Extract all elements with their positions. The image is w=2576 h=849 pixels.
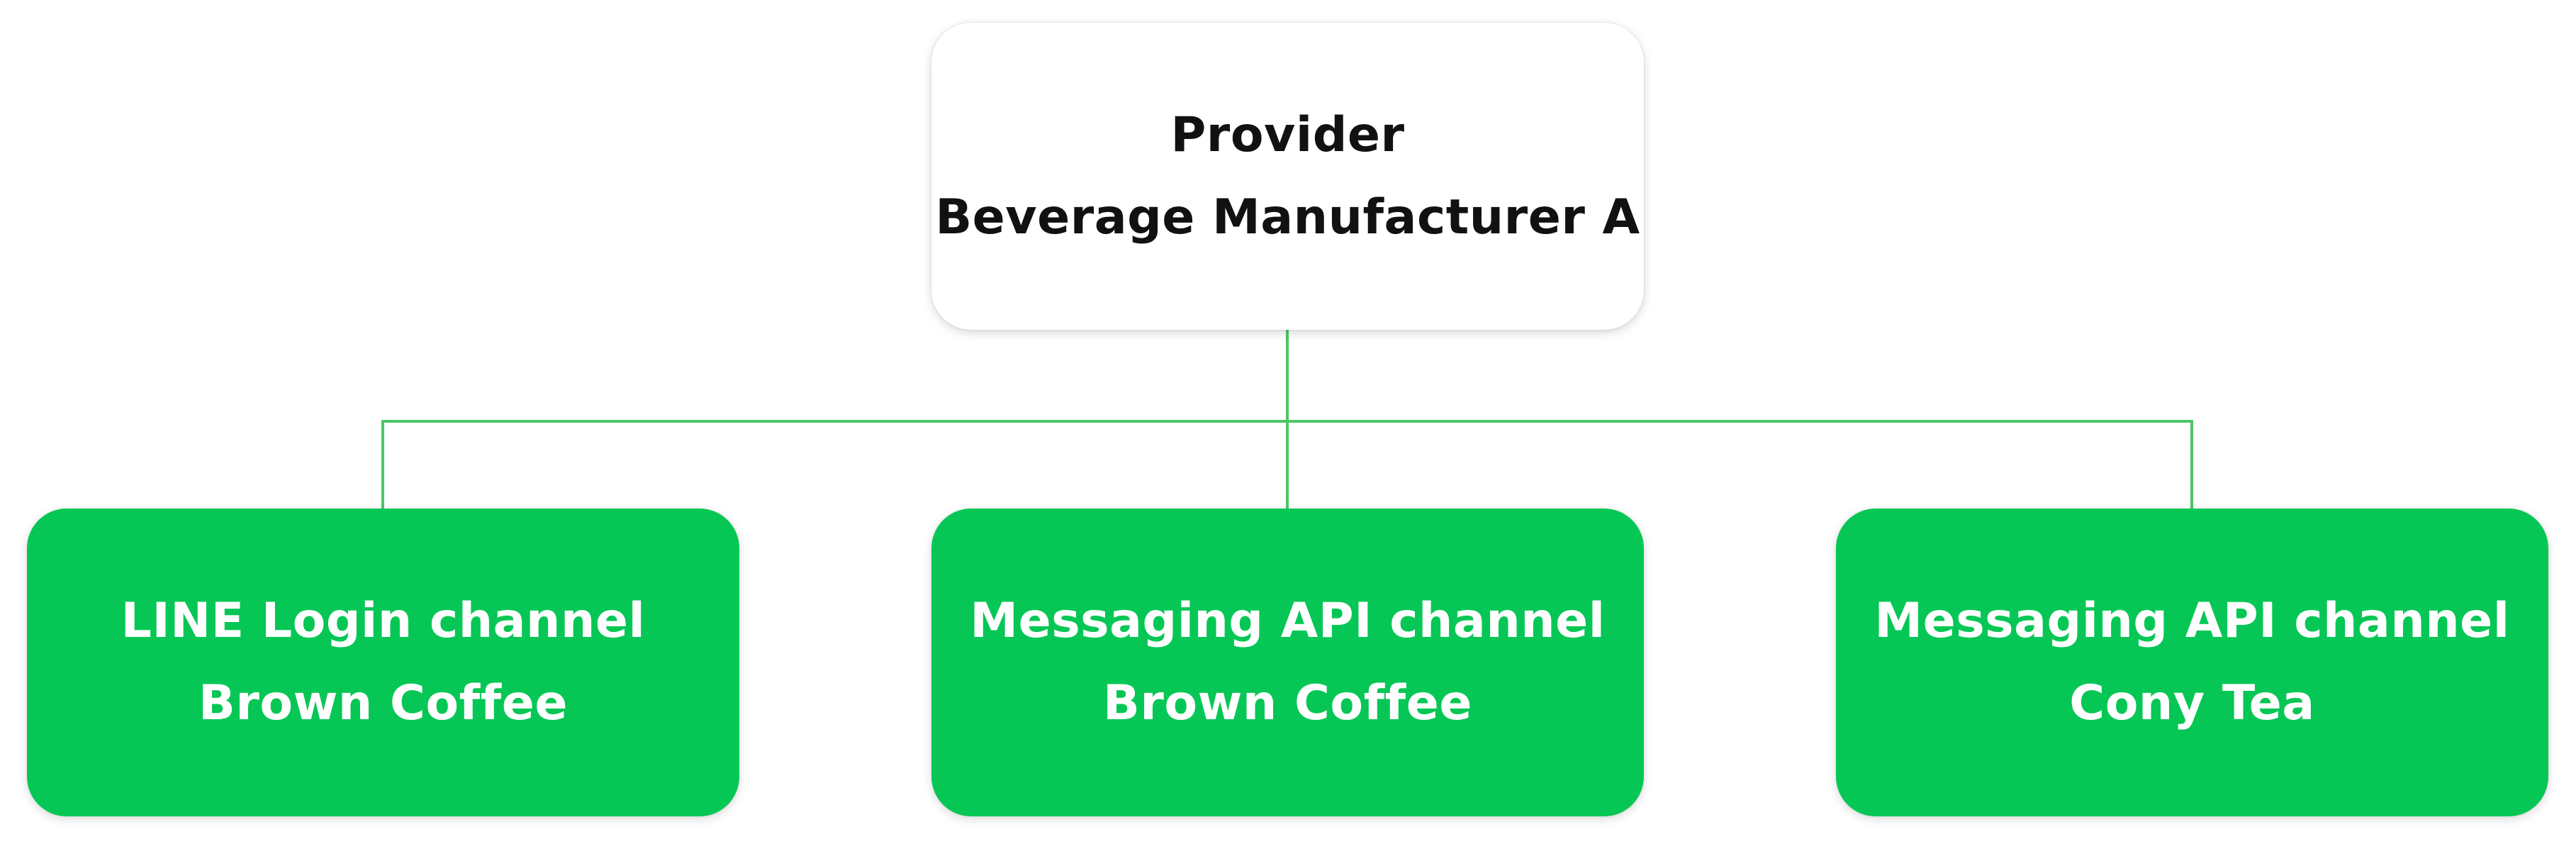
channel-node-messaging-api-brown-coffee: Messaging API channel Brown Coffee [931,509,1644,816]
channel-name-label: Brown Coffee [1102,675,1472,731]
channel-name-label: Cony Tea [2069,675,2315,731]
channel-type-label: Messaging API channel [970,593,1606,649]
channel-type-label: LINE Login channel [121,593,646,649]
channel-node-messaging-api-cony-tea: Messaging API channel Cony Tea [1836,509,2548,816]
channel-name-label: Brown Coffee [198,675,568,731]
provider-name: Beverage Manufacturer A [935,189,1640,245]
channel-type-label: Messaging API channel [1874,593,2510,649]
provider-title: Provider [1170,106,1405,163]
channel-node-line-login: LINE Login channel Brown Coffee [27,509,739,816]
provider-node: Provider Beverage Manufacturer A [931,23,1644,330]
